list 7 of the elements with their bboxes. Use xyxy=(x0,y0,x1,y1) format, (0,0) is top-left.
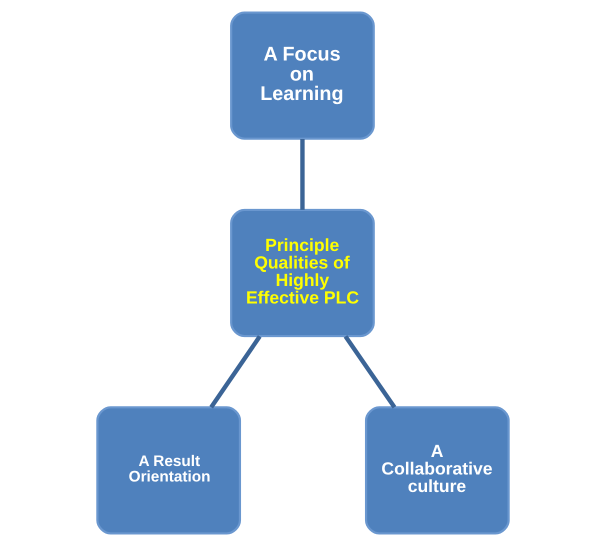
node-box: A Collaborative culture xyxy=(364,406,510,535)
node-box: Principle Qualities of Highly Effective PLC xyxy=(230,208,374,338)
connector xyxy=(343,335,396,408)
connector xyxy=(208,335,262,408)
node-box: A Focus on Learning xyxy=(230,11,374,140)
node-box: A Result Orientation xyxy=(96,406,241,535)
connector xyxy=(300,139,304,210)
